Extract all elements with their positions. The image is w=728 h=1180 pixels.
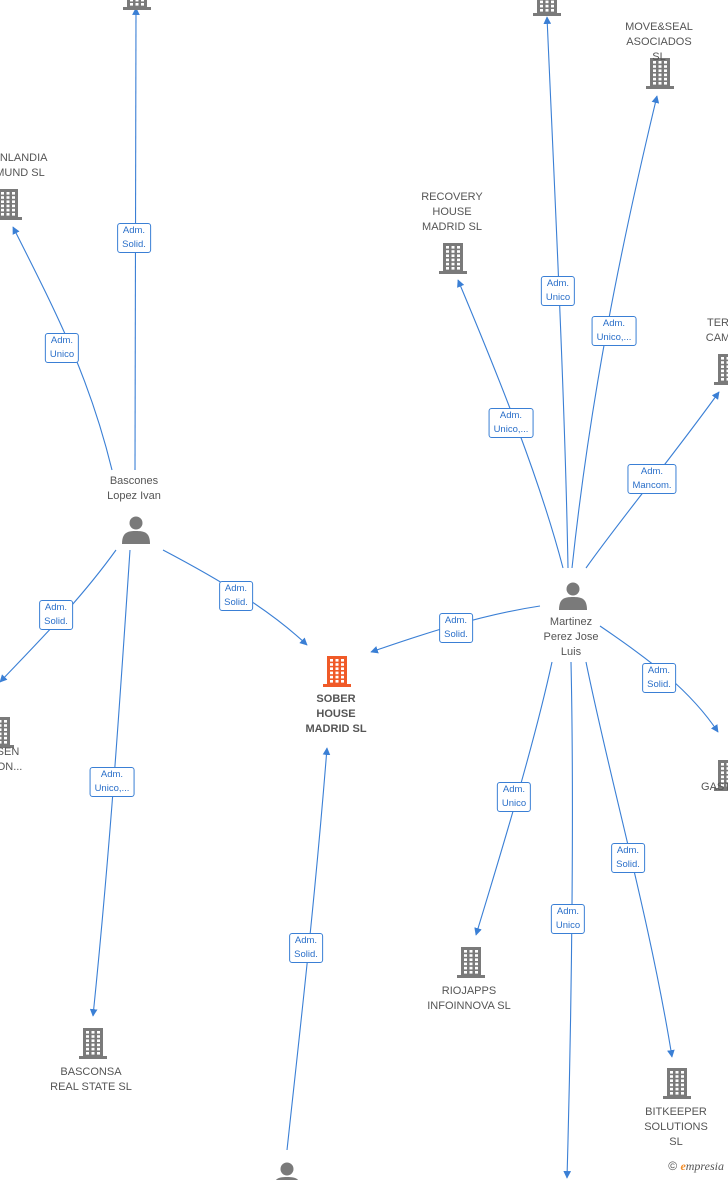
node-label-riojapps[interactable]: RIOJAPPS INFOINNOVA SL [427,985,511,1012]
edge-label-bascones-to-top-left-company[interactable]: Adm. Solid. [117,223,151,253]
person-icon-martinez[interactable] [559,582,587,611]
node-label-ter[interactable]: TER CAM [705,317,728,344]
edge-label-bascones-to-enlandia[interactable]: Adm. Unico [44,333,80,363]
company-icon-basconsa[interactable] [79,1028,107,1059]
company-icon-bitkeeper[interactable] [663,1068,691,1099]
node-label-gast[interactable]: GAST [701,781,728,793]
company-icon-riojapps[interactable] [457,947,485,978]
node-label-sober[interactable]: SOBER HOUSE MADRID SL [305,693,367,735]
edge-label-martinez-to-top-right-company[interactable]: Adm. Unico [540,276,576,306]
node-label-enlandia[interactable]: ENLANDIA MUND SL [0,152,48,179]
person-icon-bascones[interactable] [122,516,150,545]
edge-label-martinez-to-sober[interactable]: Adm. Solid. [439,613,473,643]
company-icon-ter[interactable] [714,354,728,385]
person-icon-bottom-person[interactable] [273,1162,301,1180]
edge-label-martinez-to-bitkeeper[interactable]: Adm. Solid. [611,843,645,873]
edge-label-martinez-to-moveseal[interactable]: Adm. Unico,... [591,316,637,346]
company-icon-gast[interactable] [714,760,728,791]
edge-label-bascones-to-basconsa[interactable]: Adm. Unico,... [89,767,135,797]
edge-label-martinez-to-gast[interactable]: Adm. Solid. [642,663,676,693]
edge-label-bascones-to-sober[interactable]: Adm. Solid. [219,581,253,611]
edge-label-bascones-to-sen[interactable]: Adm. Solid. [39,600,73,630]
edge-label-martinez-to-ter[interactable]: Adm. Mancom. [627,464,677,494]
brand-rest: mpresia [685,1159,724,1173]
edge-label-martinez-to-riojapps[interactable]: Adm. Unico [496,782,532,812]
company-icon-enlandia[interactable] [0,189,22,220]
copyright-symbol: © [668,1159,678,1173]
company-icon-top-right-company[interactable] [533,0,561,16]
node-label-moveseal[interactable]: MOVE&SEAL ASOCIADOS SL [625,21,693,63]
edges-layer [0,7,720,1179]
node-label-martinez[interactable]: Martinez Perez Jose Luis [543,616,599,658]
brand-initial: e [680,1159,686,1173]
company-icon-sen[interactable] [0,717,14,748]
company-icon-moveseal[interactable] [646,58,674,89]
brand-logo: empresia [680,1159,724,1173]
edge-label-martinez-to-recovery[interactable]: Adm. Unico,... [488,408,534,438]
company-icon-recovery[interactable] [439,243,467,274]
node-label-sen[interactable]: SEN ION... [0,746,23,773]
node-label-bascones[interactable]: Bascones Lopez Ivan [107,475,161,502]
edge-label-bottom-person-to-sober[interactable]: Adm. Solid. [289,933,323,963]
node-label-recovery[interactable]: RECOVERY HOUSE MADRID SL [421,191,483,233]
company-icon-top-left-company[interactable] [123,0,151,10]
edge-label-martinez-to-bottom-offscreen[interactable]: Adm. Unico [550,904,586,934]
node-label-bitkeeper[interactable]: BITKEEPER SOLUTIONS SL [644,1106,708,1148]
node-label-basconsa[interactable]: BASCONSA REAL STATE SL [50,1066,132,1093]
focus-company-icon-sober[interactable] [323,656,351,687]
credit: © empresia [668,1159,724,1174]
